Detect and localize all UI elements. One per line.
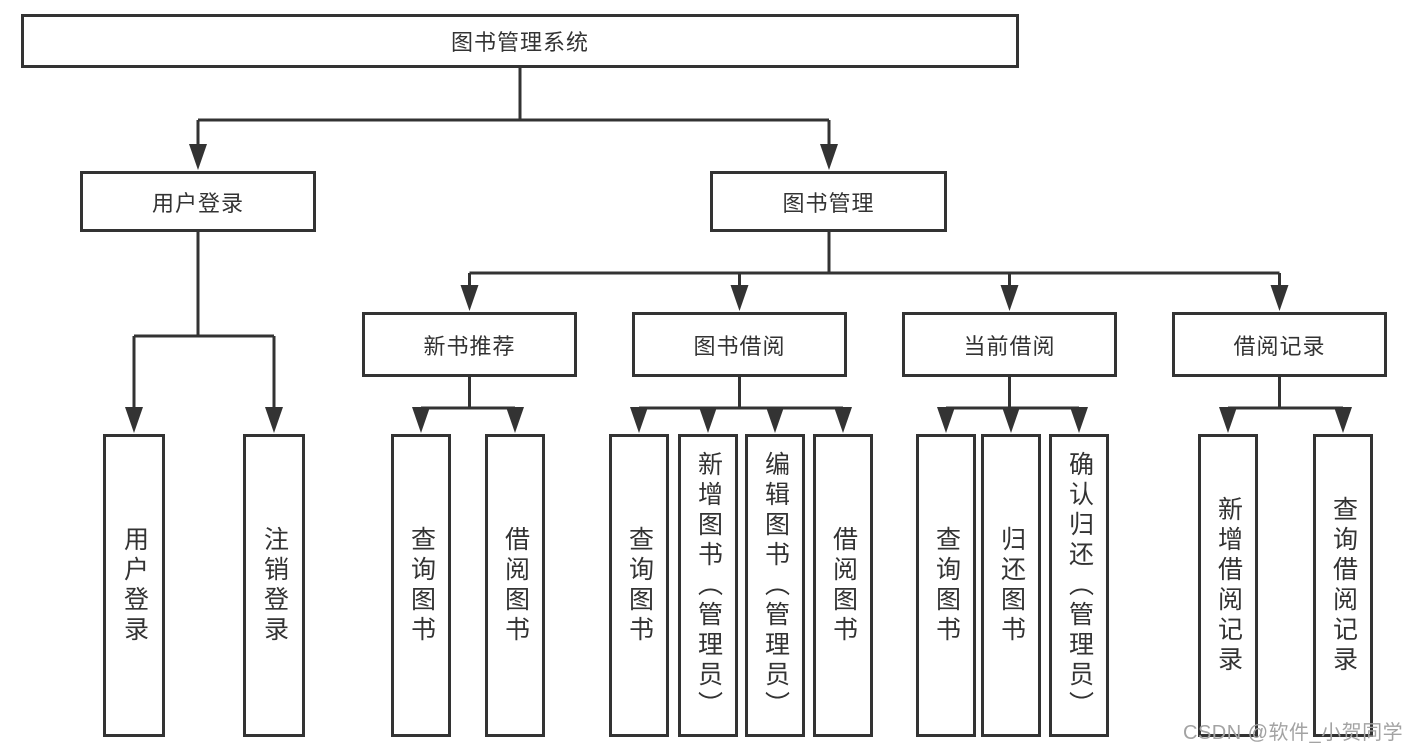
- leaf-cb-query-books: 查询图书: [916, 434, 976, 737]
- leaf-label: 用户登录: [120, 525, 149, 646]
- node-borrowing-records: 借阅记录: [1172, 312, 1387, 377]
- node-book-borrowing: 图书借阅: [632, 312, 847, 377]
- leaf-label: 归还图书: [997, 525, 1026, 646]
- node-label: 当前借阅: [963, 333, 1056, 359]
- leaf-label: 查询借阅记录: [1329, 495, 1358, 676]
- leaf-bb-add-books-admin: 新增图书（管理员）: [678, 434, 738, 737]
- csdn-watermark: CSDN @软件_小贺同学: [1183, 722, 1404, 744]
- leaf-nbr-borrow-books: 借阅图书: [485, 434, 545, 737]
- leaf-cb-confirm-return-admin: 确认归还（管理员）: [1049, 434, 1109, 737]
- leaf-label: 借阅图书: [501, 525, 530, 646]
- leaf-br-query-borrow-record: 查询借阅记录: [1313, 434, 1373, 737]
- node-label: 用户登录: [151, 190, 244, 216]
- node-label: 图书管理: [782, 190, 875, 216]
- leaf-nbr-query-books: 查询图书: [391, 434, 451, 737]
- leaf-br-add-borrow-record: 新增借阅记录: [1198, 434, 1258, 737]
- node-label: 图书管理系统: [450, 30, 589, 55]
- node-new-book-recommend: 新书推荐: [362, 312, 577, 377]
- leaf-logout-login: 注销登录: [243, 434, 305, 737]
- leaf-label: 注销登录: [260, 525, 289, 646]
- connector-arrowheads: [125, 144, 1352, 433]
- leaf-label: 借阅图书: [829, 525, 858, 646]
- leaf-label: 编辑图书（管理员）: [761, 450, 790, 721]
- node-label: 图书借阅: [693, 333, 786, 359]
- leaf-label: 新增图书（管理员）: [694, 450, 723, 721]
- leaf-bb-edit-books-admin: 编辑图书（管理员）: [745, 434, 805, 737]
- leaf-label: 查询图书: [932, 525, 961, 646]
- node-current-borrowing: 当前借阅: [902, 312, 1117, 377]
- leaf-label: 确认归还（管理员）: [1065, 450, 1094, 721]
- node-user-login: 用户登录: [80, 171, 316, 232]
- connector-lines: [132, 67, 1343, 410]
- node-label: 借阅记录: [1233, 333, 1326, 359]
- leaf-label: 查询图书: [407, 525, 436, 646]
- node-label: 新书推荐: [423, 333, 516, 359]
- leaf-cb-return-books: 归还图书: [981, 434, 1041, 737]
- leaf-user-login: 用户登录: [103, 434, 165, 737]
- node-root-library-management-system: 图书管理系统: [21, 14, 1019, 68]
- node-book-management: 图书管理: [710, 171, 947, 232]
- leaf-bb-borrow-books: 借阅图书: [813, 434, 873, 737]
- leaf-label: 查询图书: [625, 525, 654, 646]
- leaf-label: 新增借阅记录: [1214, 495, 1243, 676]
- leaf-bb-query-books: 查询图书: [609, 434, 669, 737]
